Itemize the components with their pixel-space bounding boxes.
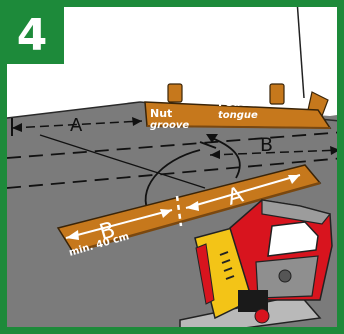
plank-segment-a-label: A: [225, 183, 246, 211]
step-badge: 4: [0, 0, 64, 64]
rotation-arrow-right: [211, 137, 241, 179]
wall-corner-line: [296, 0, 305, 99]
step-number: 4: [17, 10, 48, 61]
floor-distance-b: [199, 141, 341, 159]
groove-label-en: groove: [150, 120, 189, 131]
plank-back: Nut groove Feder tongue: [144, 96, 332, 131]
floor-seam-lower: [6, 157, 344, 189]
plank-segment-b-label: B: [97, 218, 118, 246]
floor-distance-a-label: A: [70, 115, 83, 136]
jigsaw: [179, 199, 333, 334]
plank-segment-b-arrow: [65, 209, 173, 240]
floor-seam-upper: [6, 131, 344, 159]
floor-distance-b-label: B: [260, 134, 273, 156]
groove-label-de: Nut: [150, 107, 172, 120]
tongue-label-de: Feder: [218, 96, 254, 109]
plank-segment-a-arrow: [185, 174, 301, 211]
guide-line: [39, 134, 206, 189]
floor-distance-a: [11, 117, 143, 136]
tongue-label-en: tongue: [218, 110, 258, 121]
